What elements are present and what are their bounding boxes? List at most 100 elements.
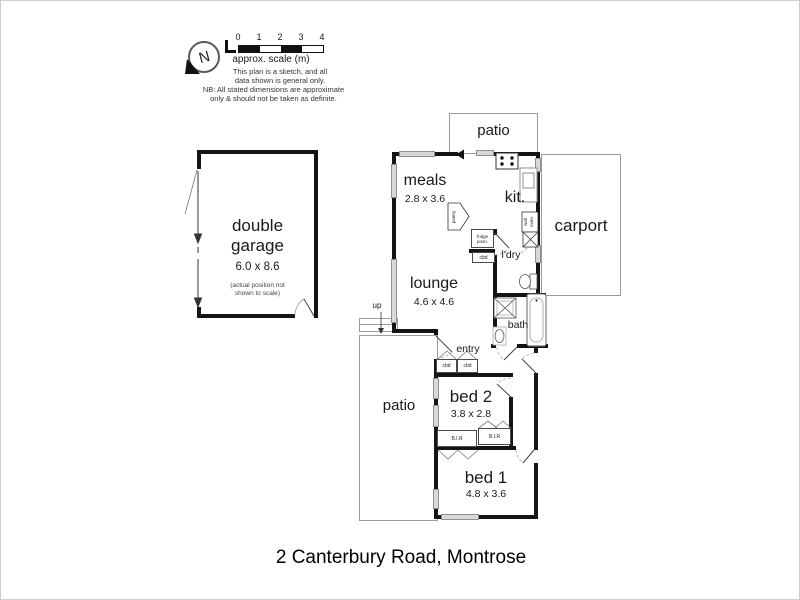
compass-bracket-icon xyxy=(225,50,236,53)
bed2-label: bed 2 xyxy=(449,387,493,406)
garage-note-line1: (actual position not xyxy=(230,282,285,289)
scale-bar-segment xyxy=(239,46,260,52)
wall-segment xyxy=(434,509,438,519)
scale-caption: approx. scale (m) xyxy=(232,54,310,65)
pantry-icon: pantry xyxy=(447,202,470,231)
wall-segment xyxy=(392,152,400,156)
entry-door xyxy=(435,335,453,359)
scale-tick: 4 xyxy=(319,32,325,42)
wall-segment xyxy=(494,152,540,156)
sketch-note-line2: data shown is general only. xyxy=(234,76,326,85)
wall-segment xyxy=(434,446,516,450)
garage-name-line2: garage xyxy=(231,236,284,255)
built-in-robe: B.I.R xyxy=(478,428,511,445)
window xyxy=(391,164,397,198)
wall-segment xyxy=(493,255,497,344)
wall-segment xyxy=(534,463,538,519)
scale-tick: 0 xyxy=(235,32,241,42)
scale-bar xyxy=(238,45,324,53)
cupboard-label: cbd xyxy=(442,363,451,369)
patio-top-label: patio xyxy=(477,122,510,139)
scale-bar-segment xyxy=(281,46,302,52)
wall-segment xyxy=(434,399,438,405)
cupboard: cbd xyxy=(436,359,457,373)
compass-bracket-icon xyxy=(225,40,228,53)
wall-segment xyxy=(434,331,438,335)
shower-icon xyxy=(493,297,517,319)
sketch-note-line1: This plan is a sketch, and all xyxy=(232,67,328,76)
cupboard: cbd xyxy=(472,252,495,263)
window xyxy=(535,158,541,172)
patio-bottom-label: patio xyxy=(382,397,416,414)
garage-name-line1: double xyxy=(231,216,284,235)
address-caption: 2 Canterbury Road, Montrose xyxy=(275,547,527,568)
svg-text:wall: wall xyxy=(523,218,528,226)
toilet-icon xyxy=(519,273,538,290)
garage-note-line2: shown to scale) xyxy=(234,290,281,297)
meals-label: meals xyxy=(403,172,447,189)
wall-segment xyxy=(536,172,540,245)
meals-dims: 2.8 x 3.6 xyxy=(404,193,446,205)
bed1-dims: 4.8 x 3.6 xyxy=(465,488,507,500)
wall-segment xyxy=(493,293,546,297)
garage-outline xyxy=(197,150,318,318)
scale-tick: 1 xyxy=(256,32,262,42)
wall-segment xyxy=(536,152,540,158)
wall-segment xyxy=(434,427,438,489)
wall-segment xyxy=(469,249,495,253)
wall-segment xyxy=(435,152,458,156)
built-in-robe: B.I.R xyxy=(437,430,477,447)
patio-bottom-area xyxy=(359,335,438,521)
window xyxy=(433,378,439,399)
window xyxy=(538,299,545,333)
window xyxy=(433,489,439,509)
window xyxy=(399,151,435,157)
lounge-label: lounge xyxy=(409,275,459,292)
garage-dims: 6.0 x 8.6 xyxy=(235,261,280,273)
garage-rear-door-opening xyxy=(295,313,314,319)
cupboard: cbd xyxy=(457,359,478,373)
fridge-label-line1: fridge xyxy=(476,233,489,239)
wall-segment xyxy=(491,344,496,348)
wall-segment xyxy=(392,323,396,333)
bir-label: B.I.R xyxy=(488,433,501,440)
carport-area xyxy=(541,154,621,296)
hall-door xyxy=(521,352,537,374)
entry-label: entry xyxy=(456,343,480,355)
wall-segment xyxy=(479,515,538,519)
cupboard-label: cbd xyxy=(479,254,488,261)
kitchen-label: kit. xyxy=(504,189,526,206)
bed1-label: bed 1 xyxy=(464,468,508,487)
wall-segment xyxy=(517,344,548,348)
wall-segment xyxy=(536,263,540,293)
wall-segment xyxy=(534,348,538,353)
wall-segment xyxy=(534,373,538,450)
up-label: up xyxy=(372,301,382,310)
window xyxy=(441,514,479,520)
scale-tick: 2 xyxy=(277,32,283,42)
scale-bar-segment xyxy=(302,46,323,52)
nb-note-line2: only & should not be taken as definite. xyxy=(210,94,337,103)
bir-label: B.I.R xyxy=(451,435,463,442)
north-label: N xyxy=(196,47,212,67)
scale-tick: 3 xyxy=(298,32,304,42)
wall-segment xyxy=(392,329,438,333)
bath-label: bath xyxy=(507,319,529,331)
svg-text:oven: oven xyxy=(529,217,534,227)
bed1-door xyxy=(515,449,535,464)
window xyxy=(433,405,439,427)
bed2-dims: 3.8 x 2.8 xyxy=(450,408,492,420)
fridge-label-line2: posn. xyxy=(476,238,488,244)
window xyxy=(476,150,494,156)
svg-text:pantry: pantry xyxy=(451,210,456,223)
north-compass-icon: N xyxy=(188,41,220,73)
bath-door xyxy=(496,346,518,361)
wall-segment xyxy=(392,152,396,164)
cupboard-label: cbd xyxy=(463,363,472,369)
laundry-label: l'dry xyxy=(501,249,521,261)
scale-bar-segment xyxy=(260,46,281,52)
lounge-dims: 4.6 x 4.6 xyxy=(413,296,455,308)
wall-segment xyxy=(434,373,513,377)
